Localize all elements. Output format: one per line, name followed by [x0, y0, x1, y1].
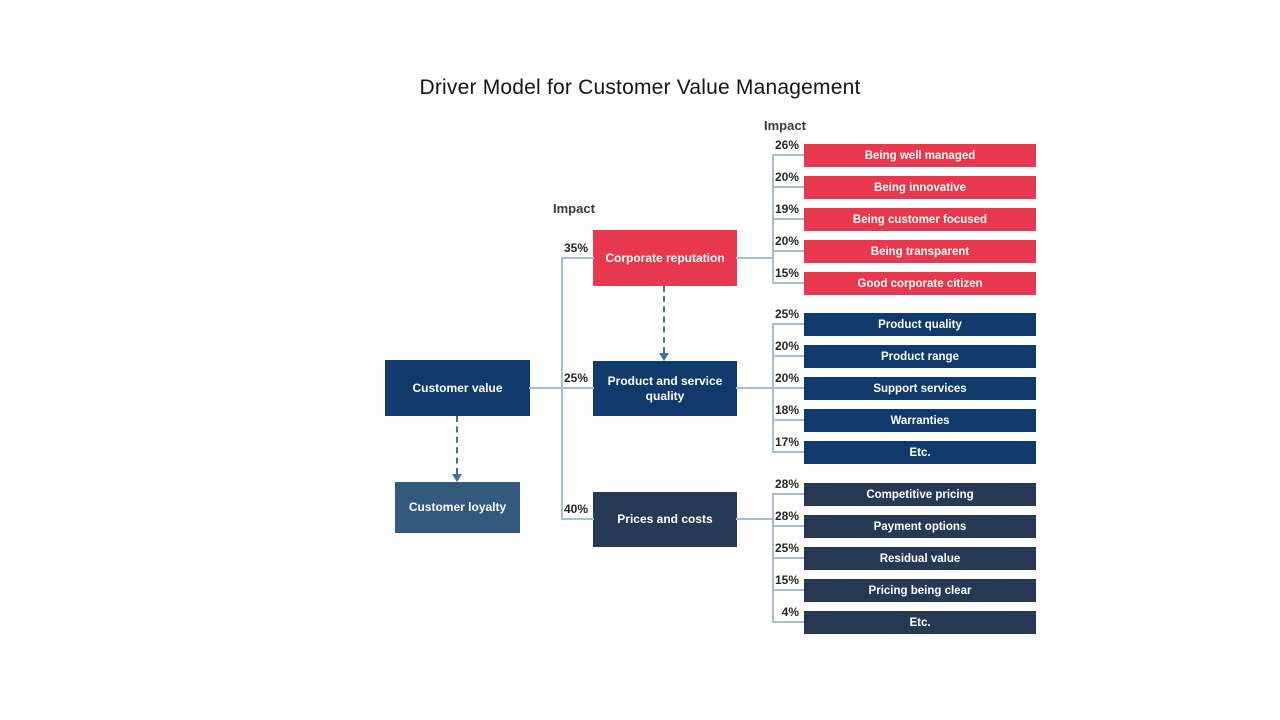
- connector-line: [561, 518, 594, 520]
- impact-percent: 26%: [774, 138, 799, 152]
- impact-percent: 25%: [774, 541, 799, 555]
- connector-branch: [772, 493, 804, 495]
- connector-branch: [772, 525, 804, 527]
- page-title: Driver Model for Customer Value Manageme…: [419, 76, 861, 99]
- node-being-innovative: Being innovative: [804, 176, 1036, 199]
- driver-item-row: 15% Pricing being clear: [772, 573, 1036, 602]
- connector-branch: [772, 451, 804, 453]
- impact-percent: 15%: [774, 266, 799, 280]
- node-product-range: Product range: [804, 345, 1036, 368]
- node-product-service-quality: Product and service quality: [593, 361, 737, 416]
- connector-branch: [772, 355, 804, 357]
- impact-percent: 20%: [774, 234, 799, 248]
- driver-item-row: 19% Being customer focused: [772, 202, 1036, 231]
- driver-item-row: 25% Product quality: [772, 307, 1036, 336]
- connector-line: [736, 518, 773, 520]
- node-being-customer-focused: Being customer focused: [804, 208, 1036, 231]
- connector-branch: [772, 323, 804, 325]
- dashed-arrow: [659, 286, 669, 361]
- dashed-arrow: [452, 416, 462, 482]
- driver-item-row: 28% Competitive pricing: [772, 477, 1036, 506]
- impact-header-right: Impact: [764, 118, 806, 133]
- connector-branch: [772, 419, 804, 421]
- driver-item-row: 20% Being innovative: [772, 170, 1036, 199]
- impact-percent: 17%: [774, 435, 799, 449]
- driver-group-reputation: 26% Being well managed 20% Being innovat…: [772, 138, 1036, 304]
- impact-percent: 25%: [774, 307, 799, 321]
- connector-branch: [772, 621, 804, 623]
- impact-percent: 18%: [774, 403, 799, 417]
- driver-item-row: 20% Product range: [772, 339, 1036, 368]
- impact-percent: 19%: [774, 202, 799, 216]
- impact-percent-prices-costs: 40%: [563, 502, 588, 516]
- driver-item-row: 26% Being well managed: [772, 138, 1036, 167]
- node-being-well-managed: Being well managed: [804, 144, 1036, 167]
- connector-branch: [772, 282, 804, 284]
- driver-item-row: 20% Being transparent: [772, 234, 1036, 263]
- node-competitive-pricing: Competitive pricing: [804, 483, 1036, 506]
- impact-percent: 20%: [774, 339, 799, 353]
- impact-percent-product-service: 25%: [563, 371, 588, 385]
- node-customer-loyalty: Customer loyalty: [395, 482, 520, 533]
- node-quality-etc: Etc.: [804, 441, 1036, 464]
- connector-branch: [772, 589, 804, 591]
- driver-item-row: 25% Residual value: [772, 541, 1036, 570]
- impact-percent: 28%: [774, 509, 799, 523]
- connector-branch: [772, 557, 804, 559]
- node-corporate-reputation: Corporate reputation: [593, 230, 737, 286]
- arrowhead-down-icon: [452, 474, 462, 482]
- node-good-corporate-citizen: Good corporate citizen: [804, 272, 1036, 295]
- impact-header-left: Impact: [553, 201, 595, 216]
- connector-branch: [772, 218, 804, 220]
- node-being-transparent: Being transparent: [804, 240, 1036, 263]
- impact-percent: 15%: [774, 573, 799, 587]
- node-prices-etc: Etc.: [804, 611, 1036, 634]
- driver-item-row: 15% Good corporate citizen: [772, 266, 1036, 295]
- driver-item-row: 17% Etc.: [772, 435, 1036, 464]
- connector-branch: [772, 186, 804, 188]
- connector-branch: [772, 250, 804, 252]
- connector-branch: [772, 387, 804, 389]
- connector-line: [529, 387, 562, 389]
- connector-line: [736, 387, 773, 389]
- node-pricing-being-clear: Pricing being clear: [804, 579, 1036, 602]
- impact-percent: 20%: [774, 371, 799, 385]
- driver-group-prices: 28% Competitive pricing 28% Payment opti…: [772, 477, 1036, 643]
- driver-group-quality: 25% Product quality 20% Product range 20…: [772, 307, 1036, 473]
- connector-branch: [772, 154, 804, 156]
- node-customer-value: Customer value: [385, 360, 530, 416]
- impact-percent: 20%: [774, 170, 799, 184]
- driver-item-row: 20% Support services: [772, 371, 1036, 400]
- node-product-quality: Product quality: [804, 313, 1036, 336]
- driver-item-row: 4% Etc.: [772, 605, 1036, 634]
- connector-line: [561, 387, 594, 389]
- node-residual-value: Residual value: [804, 547, 1036, 570]
- node-support-services: Support services: [804, 377, 1036, 400]
- arrowhead-down-icon: [659, 353, 669, 361]
- connector-line: [561, 257, 594, 259]
- driver-item-row: 18% Warranties: [772, 403, 1036, 432]
- impact-percent-corporate-reputation: 35%: [563, 241, 588, 255]
- driver-item-row: 28% Payment options: [772, 509, 1036, 538]
- node-warranties: Warranties: [804, 409, 1036, 432]
- impact-percent: 4%: [781, 605, 799, 619]
- connector-line: [736, 257, 773, 259]
- node-payment-options: Payment options: [804, 515, 1036, 538]
- node-prices-and-costs: Prices and costs: [593, 492, 737, 547]
- impact-percent: 28%: [774, 477, 799, 491]
